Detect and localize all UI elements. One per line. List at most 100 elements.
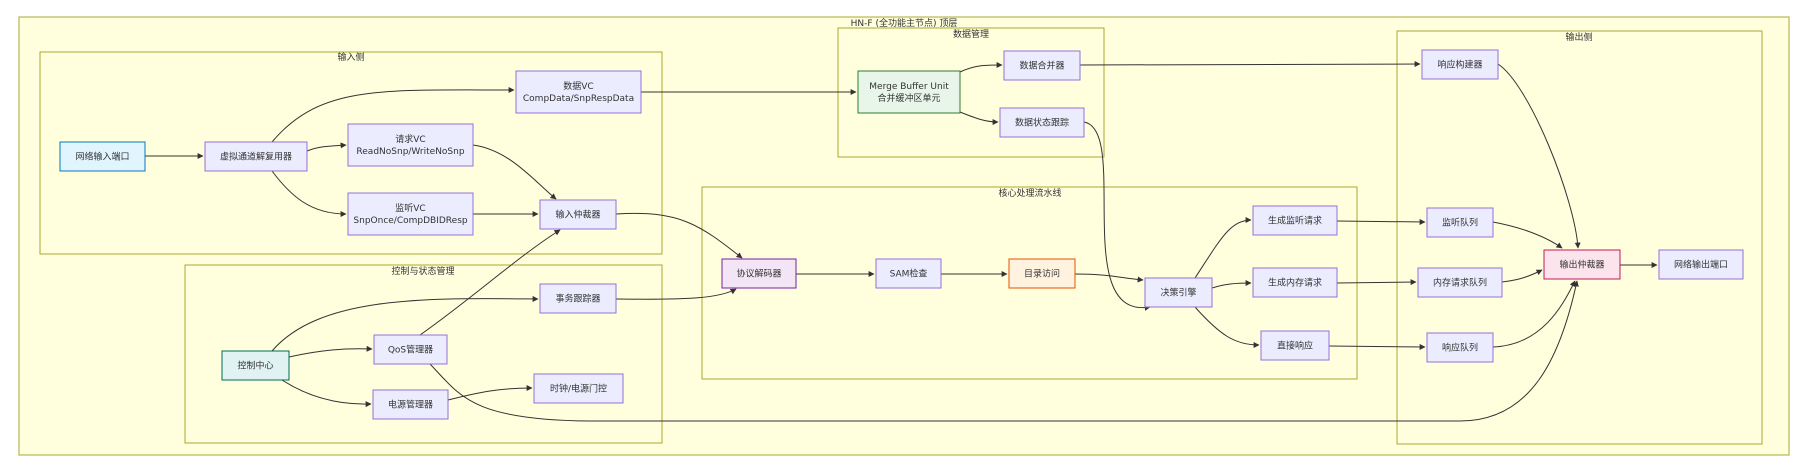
node-net-out-box <box>1658 249 1744 280</box>
node-mbu-box <box>857 70 961 114</box>
node-req-vc-box <box>347 123 474 167</box>
edge-mbu-data_merge <box>959 62 1003 73</box>
node-data-track-label-0: 数据状态跟踪 <box>1015 117 1069 129</box>
cluster-data-title: 数据管理 <box>953 28 989 40</box>
node-power-box <box>372 389 449 420</box>
node-data-merge-box <box>1003 50 1081 81</box>
node-data-vc[interactable]: 数据VC CompData/SnpRespData <box>515 70 642 114</box>
node-out-arb-label-0: 输出仲裁器 <box>1559 259 1604 271</box>
node-in-arb-box <box>539 199 617 230</box>
node-snoop-q[interactable]: 监听队列 <box>1426 207 1494 238</box>
node-vc-demux-box <box>204 141 308 172</box>
node-gen-snoop-box <box>1252 205 1338 236</box>
cluster-core-title: 核心处理流水线 <box>998 187 1061 199</box>
node-ctrl[interactable]: 控制中心 <box>221 350 290 381</box>
node-data-merge[interactable]: 数据合并器 <box>1003 50 1081 81</box>
node-decision-box <box>1144 277 1213 308</box>
edge-resp_builder-out_arb <box>1497 63 1581 249</box>
node-snoop-vc-box <box>347 192 474 236</box>
edge-ctrl-qos <box>288 345 373 358</box>
node-decision[interactable]: 决策引擎 <box>1144 277 1213 308</box>
edge-ctrl-power <box>281 379 372 408</box>
node-qos-box <box>373 334 448 365</box>
node-req-vc-label-0: 请求VC <box>395 133 425 145</box>
node-data-track[interactable]: 数据状态跟踪 <box>999 107 1085 138</box>
edge-snoop_q-out_arb <box>1492 221 1563 249</box>
node-resp-builder-label-0: 响应构建器 <box>1437 59 1482 71</box>
node-dir[interactable]: 目录访问 <box>1008 258 1076 289</box>
node-mbu-label-0: Merge Buffer Unit <box>869 82 949 92</box>
edge-data_merge-resp_builder <box>1079 61 1421 68</box>
node-sam-box <box>875 258 942 289</box>
node-decision-label-0: 决策引擎 <box>1160 287 1196 299</box>
node-txn-track-box <box>539 283 617 314</box>
node-resp-builder-box <box>1421 49 1499 80</box>
node-proto-dec-label-0: 协议解码器 <box>736 268 781 280</box>
edge-gen_snoop-snoop_q <box>1336 218 1426 225</box>
edge-decision-gen_mem <box>1211 280 1252 289</box>
node-direct-resp[interactable]: 直接响应 <box>1260 330 1330 361</box>
edge-mbu-data_track <box>959 111 999 125</box>
node-vc-demux-label-0: 虚拟通道解复用器 <box>220 151 292 163</box>
cluster-output-title: 输出侧 <box>1565 31 1592 43</box>
node-out-arb-box <box>1543 249 1621 280</box>
node-in-arb[interactable]: 输入仲裁器 <box>539 199 617 230</box>
cluster-control-title: 控制与状态管理 <box>391 265 454 277</box>
edge-qos-in_arb <box>419 229 561 336</box>
node-gen-snoop[interactable]: 生成监听请求 <box>1252 205 1338 236</box>
node-gen-mem[interactable]: 生成内存请求 <box>1252 267 1338 298</box>
node-data-vc-label-0: 数据VC <box>563 80 593 92</box>
node-proto-dec-box <box>721 258 797 289</box>
node-resp-q[interactable]: 响应队列 <box>1426 332 1494 363</box>
node-mem-q[interactable]: 内存请求队列 <box>1417 267 1503 298</box>
node-resp-q-label-0: 响应队列 <box>1442 342 1478 354</box>
node-gen-mem-box <box>1252 267 1338 298</box>
edge-in_arb-proto_dec <box>615 212 743 259</box>
node-resp-builder[interactable]: 响应构建器 <box>1421 49 1499 80</box>
node-snoop-q-box <box>1426 207 1494 238</box>
node-gen-snoop-label-0: 生成监听请求 <box>1268 215 1322 227</box>
node-vc-demux[interactable]: 虚拟通道解复用器 <box>204 141 308 172</box>
edge-dir-decision <box>1074 273 1144 283</box>
node-sam[interactable]: SAM检查 <box>875 258 942 289</box>
node-req-vc[interactable]: 请求VC ReadNoSnp/WriteNoSnp <box>347 123 474 167</box>
node-dir-box <box>1008 258 1076 289</box>
node-net-in[interactable]: 网络输入端口 <box>59 141 146 172</box>
cluster-input-title: 输入侧 <box>337 51 364 63</box>
node-power-label-0: 电源管理器 <box>388 399 433 411</box>
node-clock-box <box>533 373 624 404</box>
node-in-arb-label-0: 输入仲裁器 <box>555 209 600 221</box>
node-txn-track-label-0: 事务跟踪器 <box>555 293 600 305</box>
edge-gen_mem-mem_q <box>1336 279 1417 286</box>
node-sam-label-0: SAM检查 <box>890 268 928 280</box>
node-net-out-label-0: 网络输出端口 <box>1674 259 1728 271</box>
node-direct-resp-label-0: 直接响应 <box>1277 340 1313 352</box>
node-resp-q-box <box>1426 332 1494 363</box>
edge-req_vc-in_arb <box>472 144 557 200</box>
node-qos-label-0: QoS管理器 <box>388 344 433 356</box>
node-direct-resp-box <box>1260 330 1330 361</box>
node-qos[interactable]: QoS管理器 <box>373 334 448 365</box>
node-power[interactable]: 电源管理器 <box>372 389 449 420</box>
edge-txn_track-proto_dec <box>615 288 737 300</box>
node-data-vc-label-1: CompData/SnpRespData <box>523 94 634 104</box>
edge-vc_demux-data_vc <box>271 86 515 143</box>
node-clock[interactable]: 时钟/电源门控 <box>533 373 624 404</box>
node-mem-q-label-0: 内存请求队列 <box>1433 277 1487 289</box>
edge-decision-gen_snoop <box>1194 217 1252 279</box>
node-mem-q-box <box>1417 267 1503 298</box>
edge-vc_demux-req_vc <box>306 142 347 152</box>
edge-resp_q-out_arb <box>1492 280 1576 348</box>
node-out-arb[interactable]: 输出仲裁器 <box>1543 249 1621 280</box>
node-proto-dec[interactable]: 协议解码器 <box>721 258 797 289</box>
edge-decision-direct_resp <box>1194 306 1260 348</box>
node-net-out[interactable]: 网络输出端口 <box>1658 249 1744 280</box>
node-txn-track[interactable]: 事务跟踪器 <box>539 283 617 314</box>
edge-vc_demux-snoop_vc <box>271 170 347 217</box>
node-net-in-box <box>59 141 146 172</box>
cluster-root-title: HN-F (全功能主节点) 顶层 <box>851 17 958 29</box>
node-req-vc-label-1: ReadNoSnp/WriteNoSnp <box>356 147 464 157</box>
